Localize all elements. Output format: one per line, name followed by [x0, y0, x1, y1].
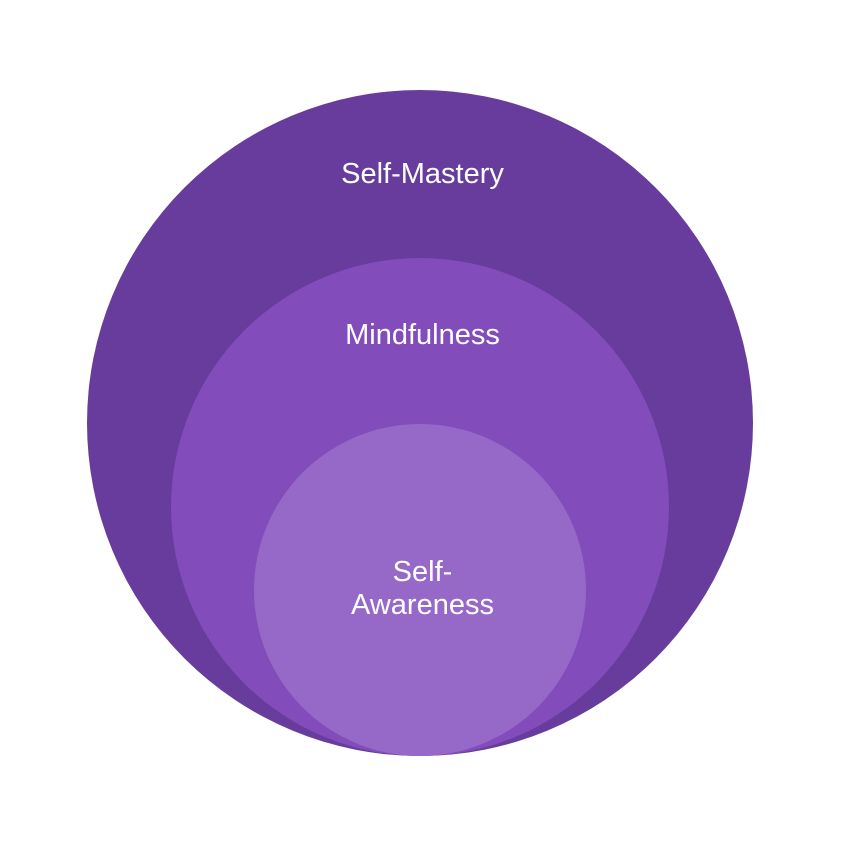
inner-circle [254, 424, 586, 756]
inner-circle-label: Self- Awareness [351, 556, 494, 621]
middle-circle-label: Mindfulness [345, 319, 500, 351]
outer-circle-label: Self-Mastery [341, 158, 504, 190]
